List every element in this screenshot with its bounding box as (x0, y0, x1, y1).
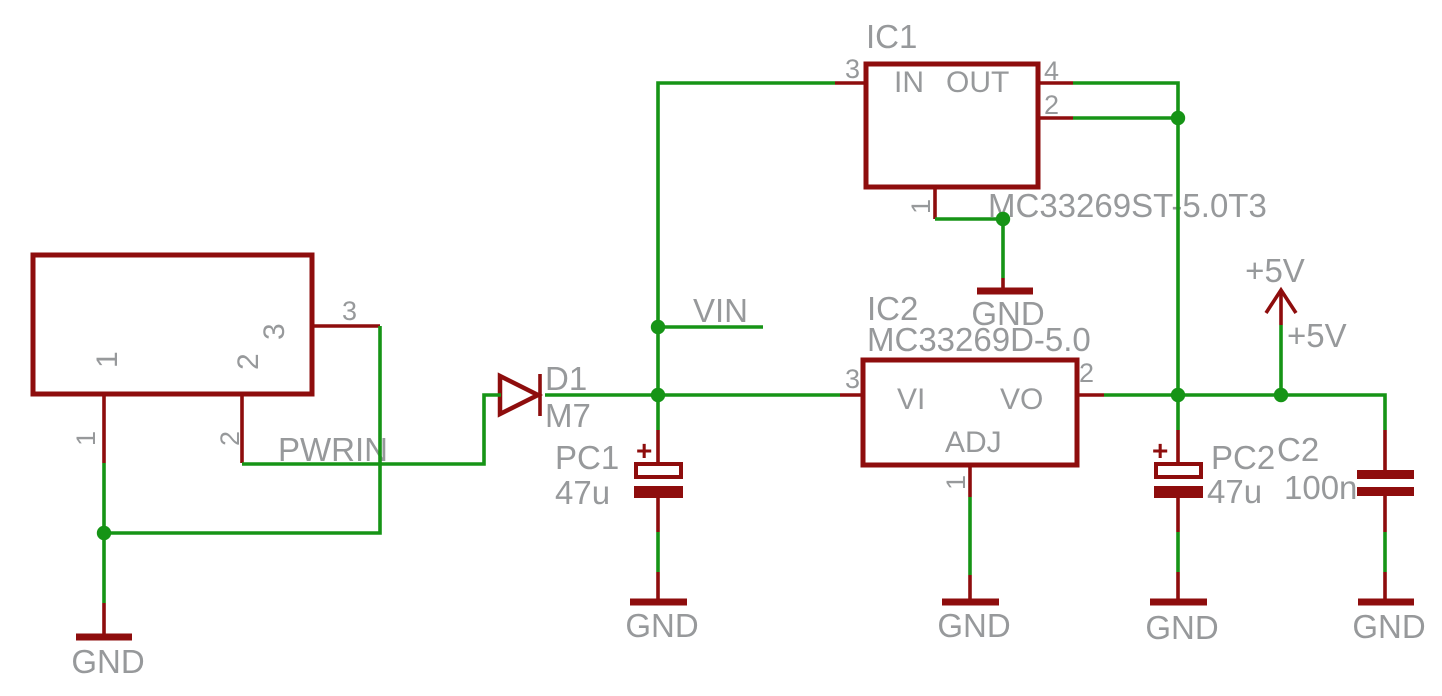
pc1-plus-sign: + (636, 435, 652, 466)
wire-connector-pin3-gnd (104, 326, 382, 535)
ic2-pin2-number: 2 (1079, 358, 1094, 388)
c2-bottom-plate (1357, 487, 1414, 496)
pc2-gnd-label: GND (1145, 609, 1218, 646)
c2-ref-label: C2 (1277, 431, 1319, 468)
plus5v-net-label: +5V (1287, 317, 1347, 354)
junction-dot-ic1-out (1170, 110, 1186, 126)
ic1-port-out-label: OUT (946, 66, 1009, 99)
ic2-gnd-label: GND (937, 607, 1010, 644)
symbols (30, 61, 1414, 641)
ic2-port-vi-label: VI (897, 383, 925, 416)
connector-inside-pin1-label: 1 (91, 351, 124, 368)
ic2-port-adj-label: ADJ (945, 426, 1002, 459)
plus5v-arrow-icon (1264, 286, 1298, 314)
ic1-gnd-label: GND (971, 295, 1044, 332)
pc2-top-plate (1154, 462, 1203, 479)
ic1-value-label: MC33269ST-5.0T3 (988, 187, 1267, 224)
ic1-ref-label: IC1 (866, 18, 917, 55)
vin-net-label: VIN (693, 292, 748, 329)
junction-dot-ic1-gnd (995, 211, 1011, 227)
connector-inside-pin2-label: 2 (232, 353, 265, 370)
ic2-pin1-number: 1 (941, 475, 971, 490)
net-wires (102, 81, 1387, 603)
d1-ref-label: D1 (545, 360, 587, 397)
ic1-pin2-number: 2 (1044, 90, 1059, 120)
junction-dot-5v (1273, 387, 1289, 403)
d1-value-label: M7 (545, 397, 591, 434)
plus5v-symbol-label: +5V (1245, 252, 1305, 289)
pc1-top-plate (634, 462, 683, 479)
pc1-bottom-plate (634, 486, 683, 498)
diode-triangle (497, 372, 544, 418)
wire-ic1-out4 (1073, 81, 1180, 118)
connector-pin3-number: 3 (342, 296, 357, 326)
pc1-value-label: 47u (555, 474, 610, 511)
pwrin-net-label: PWRIN (278, 431, 388, 468)
connector-pin1-number: 1 (71, 431, 101, 446)
connector-pin2-number: 2 (215, 431, 245, 446)
ic1-port-in-label: IN (894, 66, 924, 99)
wire-5v-rail (1104, 393, 1387, 430)
ic1-pin4-number: 4 (1044, 56, 1059, 86)
wire-ic1-gnd (935, 217, 1005, 278)
junction-dot-pc2 (1170, 387, 1186, 403)
ic2-ref-label: IC2 (867, 290, 918, 327)
connector-inside-pin3-label: 3 (258, 323, 291, 340)
ic1-body (863, 61, 1041, 190)
pc2-value-label: 47u (1207, 473, 1262, 510)
junction-dot-vin-label (650, 319, 666, 335)
ic2-pin3-number: 3 (845, 364, 860, 394)
labels: IC1 MC33269ST-5.0T3 IN OUT 3 4 2 1 GND I… (71, 18, 1426, 680)
junctions (96, 110, 1289, 541)
ic1-pin1-number: 1 (906, 199, 936, 214)
pc2-plus-sign: + (1152, 435, 1168, 466)
junction-dot-vin-rail (650, 387, 666, 403)
pc1-gnd-label: GND (625, 607, 698, 644)
c2-value-label: 100n (1284, 469, 1357, 506)
ic2-port-vo-label: VO (1000, 383, 1043, 416)
wire-vin-vertical (656, 81, 835, 395)
pc2-bottom-plate (1154, 486, 1203, 498)
connector-gnd-label: GND (71, 643, 144, 680)
c2-gnd-label: GND (1352, 608, 1425, 645)
junction-dot-gnd-left (96, 525, 112, 541)
wire-pwrin (242, 393, 501, 466)
pc2-ref-label: PC2 (1211, 439, 1275, 476)
pc1-ref-label: PC1 (555, 439, 619, 476)
c2-top-plate (1357, 470, 1414, 479)
ic1-pin3-number: 3 (845, 54, 860, 84)
ic2-value-label: MC33269D-5.0 (867, 321, 1091, 358)
